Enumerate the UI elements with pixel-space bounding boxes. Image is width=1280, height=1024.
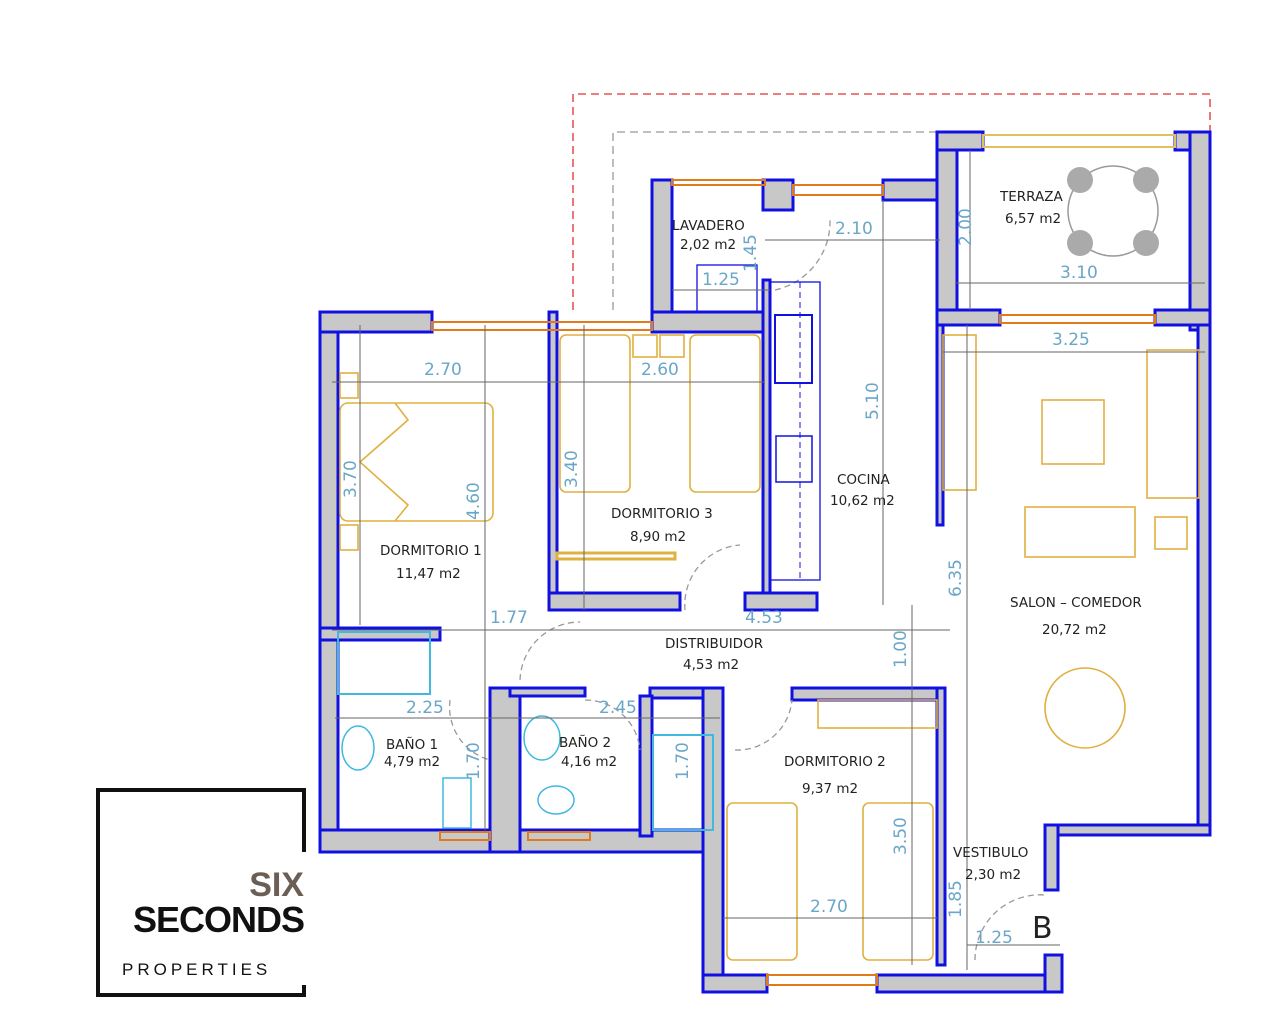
- room-area: 6,57 m2: [1005, 211, 1061, 227]
- dim-label: 1.00: [891, 630, 911, 668]
- dim-label: 6.35: [946, 559, 966, 597]
- room-name: BAÑO 2: [559, 734, 611, 751]
- dim-label: 3.10: [1060, 263, 1098, 283]
- dim-label: 2.00: [956, 208, 976, 246]
- room-area: 4,79 m2: [384, 754, 440, 770]
- room-name: DORMITORIO 2: [784, 754, 886, 770]
- dimension-lines: [332, 150, 1205, 970]
- room-name: VESTIBULO: [953, 845, 1028, 861]
- dim-label: 2.70: [424, 360, 462, 380]
- room-name: DISTRIBUIDOR: [665, 636, 763, 652]
- room-area: 2,02 m2: [680, 237, 736, 253]
- logo-properties: PROPERTIES: [122, 960, 271, 979]
- dim-label: 3.25: [1052, 330, 1090, 350]
- room-area: 11,47 m2: [396, 566, 461, 582]
- dim-label: 4.53: [745, 608, 783, 628]
- dim-label: 1.70: [673, 742, 693, 780]
- dim-label: 1.70: [464, 742, 484, 780]
- room-area: 2,30 m2: [965, 867, 1021, 883]
- dim-label: 2.45: [599, 698, 637, 718]
- room-area: 8,90 m2: [630, 529, 686, 545]
- dim-label: 2.70: [810, 897, 848, 917]
- room-name: DORMITORIO 3: [611, 506, 713, 522]
- entrance-label: B: [1032, 911, 1053, 946]
- furniture: [337, 165, 1200, 961]
- dim-label: 2.25: [406, 698, 444, 718]
- room-area: 4,53 m2: [683, 657, 739, 673]
- dim-label: 1.25: [702, 270, 740, 290]
- room-name: TERRAZA: [999, 189, 1063, 205]
- dim-label: 2.10: [835, 219, 873, 239]
- room-name: SALON – COMEDOR: [1010, 595, 1142, 611]
- dim-label: 1.25: [975, 928, 1013, 948]
- room-name: BAÑO 1: [386, 736, 438, 753]
- dim-label: 4.60: [464, 482, 484, 520]
- doors: [448, 219, 1046, 961]
- logo-six: SIX: [249, 866, 304, 904]
- room-labels: LAVADERO 2,02 m2 TERRAZA 6,57 m2 COCINA …: [380, 189, 1142, 946]
- roof-outline: [612, 131, 937, 310]
- room-area: 10,62 m2: [830, 493, 895, 509]
- dim-label: 1.77: [490, 608, 528, 628]
- logo: SIX SECONDS PROPERTIES: [96, 788, 306, 997]
- room-area: 9,37 m2: [802, 781, 858, 797]
- room-area: 20,72 m2: [1042, 622, 1107, 638]
- dim-label: 1.85: [946, 880, 966, 918]
- room-name: DORMITORIO 1: [380, 543, 482, 559]
- dim-label: 1.45: [741, 234, 761, 272]
- dim-label: 3.40: [562, 450, 582, 488]
- dim-label: 3.70: [341, 460, 361, 498]
- logo-seconds: SECONDS: [133, 899, 304, 940]
- dim-label: 5.10: [863, 382, 883, 420]
- dim-label: 3.50: [891, 817, 911, 855]
- windows: [431, 134, 1176, 986]
- dimension-labels: 2.70 2.60 3.70 4.60 3.40 2.10 1.45 1.25 …: [341, 208, 1098, 948]
- room-name: LAVADERO: [672, 218, 745, 234]
- room-area: 4,16 m2: [561, 754, 617, 770]
- room-name: COCINA: [837, 472, 891, 488]
- dim-label: 2.60: [641, 360, 679, 380]
- walls: [318, 130, 1212, 994]
